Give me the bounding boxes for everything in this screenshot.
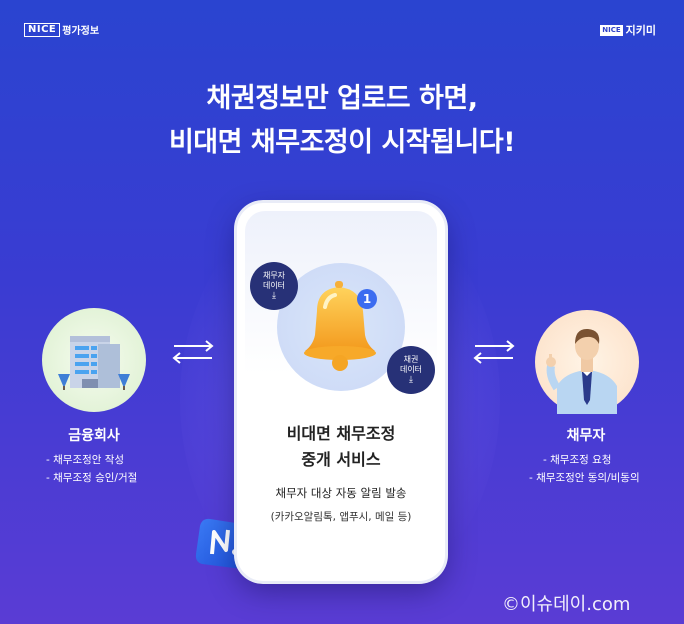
nice-jikimi-logo: NICE 지키미 bbox=[600, 22, 656, 38]
notification-count: 1 bbox=[363, 292, 371, 306]
debtor-data-label-1: 채무자 bbox=[262, 271, 286, 280]
service-title-line1: 비대면 채무조정 bbox=[286, 424, 396, 443]
debtor-item-1: - 채무조정 요청 bbox=[543, 454, 612, 466]
financial-item-1: - 채무조정안 작성 bbox=[46, 454, 125, 466]
watermark: ©이슈데이.com bbox=[502, 594, 631, 615]
nice-logo-text: 평가정보 bbox=[62, 26, 100, 37]
bond-data-label-1: 채권 bbox=[403, 355, 419, 364]
debtor-data-badge: 채무자 데이터 ⤓ bbox=[250, 262, 298, 310]
debtor-item-2: - 채무조정안 동의/비동의 bbox=[529, 472, 640, 484]
headline-line2: 비대면 채무조정이 시작됩니다! bbox=[168, 127, 516, 158]
financial-company-circle bbox=[42, 308, 146, 412]
bond-data-badge: 채권 데이터 ⤓ bbox=[387, 346, 435, 394]
financial-item-2: - 채무조정 승인/거절 bbox=[46, 472, 138, 484]
debtor-title: 채무자 bbox=[566, 428, 606, 444]
bell-icon: 1 bbox=[304, 281, 377, 371]
service-desc-line1: 채무자 대상 자동 알림 발송 bbox=[275, 486, 407, 500]
download-icon: ⤓ bbox=[272, 291, 276, 301]
service-desc-line2: (카카오알림톡, 앱푸시, 메일 등) bbox=[270, 511, 412, 523]
download-icon: ⤓ bbox=[409, 375, 413, 385]
jikimi-logo-text: 지키미 bbox=[625, 24, 656, 37]
nice-logo-box: NICE bbox=[24, 22, 61, 37]
bond-data-label-2: 데이터 bbox=[399, 365, 423, 374]
building-icon bbox=[58, 336, 130, 390]
n-logo-icon bbox=[195, 518, 249, 569]
jikimi-logo-box: NICE bbox=[600, 24, 623, 36]
exchange-arrows-right-icon bbox=[473, 340, 515, 364]
bell-backdrop: 1 bbox=[277, 263, 405, 391]
businessman-icon bbox=[546, 328, 617, 414]
service-title-line2: 중개 서비스 bbox=[301, 450, 381, 469]
headline-line1: 채권정보만 업로드 하면, bbox=[206, 83, 478, 114]
debtor-data-label-2: 데이터 bbox=[262, 281, 286, 290]
financial-company-title: 금융회사 bbox=[68, 428, 120, 444]
nice-rating-logo: NICE 평가정보 bbox=[24, 22, 99, 37]
exchange-arrows-icon bbox=[172, 340, 214, 364]
debtor-circle bbox=[535, 310, 639, 414]
